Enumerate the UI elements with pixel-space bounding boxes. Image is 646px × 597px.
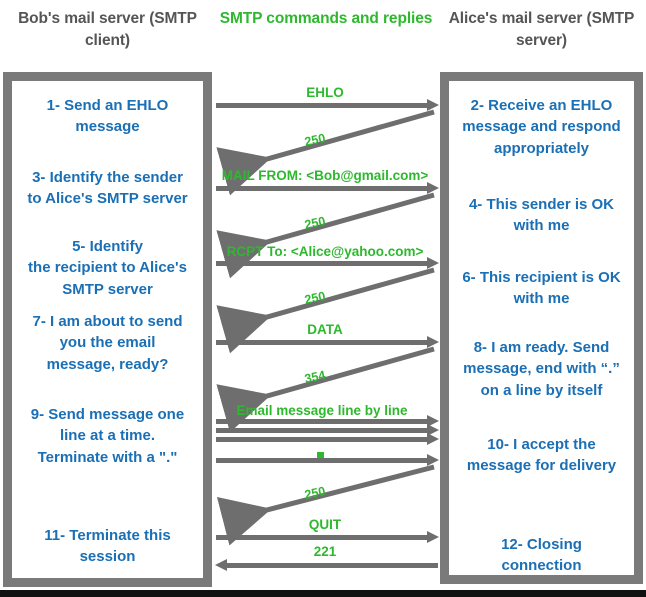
arrow-reply-250-b: [212, 191, 440, 279]
arrow-mail-from: [216, 182, 439, 194]
message-flow-column: EHLO 250 MAIL FROM: <Bob@gmail.com>: [212, 72, 440, 587]
server-steps-panel-inner: 2- Receive an EHLO message and respond a…: [449, 81, 634, 575]
client-step-1: 1- Send an EHLO message: [46, 97, 169, 136]
header-client-label: Bob's mail server (SMTP client): [18, 10, 197, 50]
client-steps-panel-inner: 1- Send an EHLO message 3- Identify the …: [12, 81, 203, 578]
header-server-label: Alice's mail server (SMTP server): [448, 10, 635, 50]
server-step-6: 6- This recipient is OK with me: [462, 269, 621, 308]
server-step-8: 8- I am ready. Send message, end with “.…: [463, 339, 620, 399]
label-mail-from: MAIL FROM: <Bob@gmail.com>: [221, 168, 429, 183]
arrow-rcpt-to: [216, 257, 439, 269]
arrow-ehlo: [216, 99, 439, 111]
client-steps-panel: 1- Send an EHLO message 3- Identify the …: [3, 72, 212, 587]
arrow-email-period: [216, 454, 439, 466]
client-step-9: 9- Send message one line at a time. Term…: [30, 406, 185, 466]
label-quit: QUIT: [308, 517, 342, 532]
client-step-5: 5- Identify the recipient to Alice's SMT…: [28, 238, 187, 298]
client-step-7: 7- I am about to send you the email mess…: [32, 313, 183, 373]
label-rcpt-to: RCPT To: <Alice@yahoo.com>: [226, 244, 424, 259]
arrow-reply-250-d: [212, 463, 440, 546]
arrow-reply-250-a: [212, 108, 440, 196]
arrow-reply-354: [212, 345, 440, 433]
arrow-quit: [216, 531, 439, 543]
arrow-email-line-3: [216, 433, 439, 445]
arrow-reply-250-c: [212, 266, 440, 354]
server-step-4: 4- This sender is OK with me: [468, 196, 615, 235]
server-steps-panel: 2- Receive an EHLO message and respond a…: [440, 72, 643, 584]
arrow-reply-221: [215, 559, 438, 571]
arrow-data: [216, 336, 439, 348]
server-step-2: 2- Receive an EHLO message and respond a…: [462, 97, 621, 157]
period-terminator-icon: [317, 452, 324, 459]
client-step-11: 11- Terminate this session: [44, 527, 171, 566]
label-email-lines: Email message line by line: [236, 403, 408, 418]
bottom-edge-bar: [0, 590, 646, 597]
label-data: DATA: [307, 322, 343, 337]
server-step-10: 10- I accept the message for delivery: [466, 436, 617, 475]
label-ehlo: EHLO: [306, 85, 344, 100]
arrow-email-line-2: [216, 424, 439, 436]
arrow-email-line-1: [216, 415, 439, 427]
server-step-12: 12- Closing connection: [501, 536, 582, 575]
client-step-3: 3- Identify the sender to Alice's SMTP s…: [27, 169, 188, 208]
label-reply-221: 221: [313, 544, 337, 559]
header-commands-label: SMTP commands and replies: [219, 10, 433, 27]
